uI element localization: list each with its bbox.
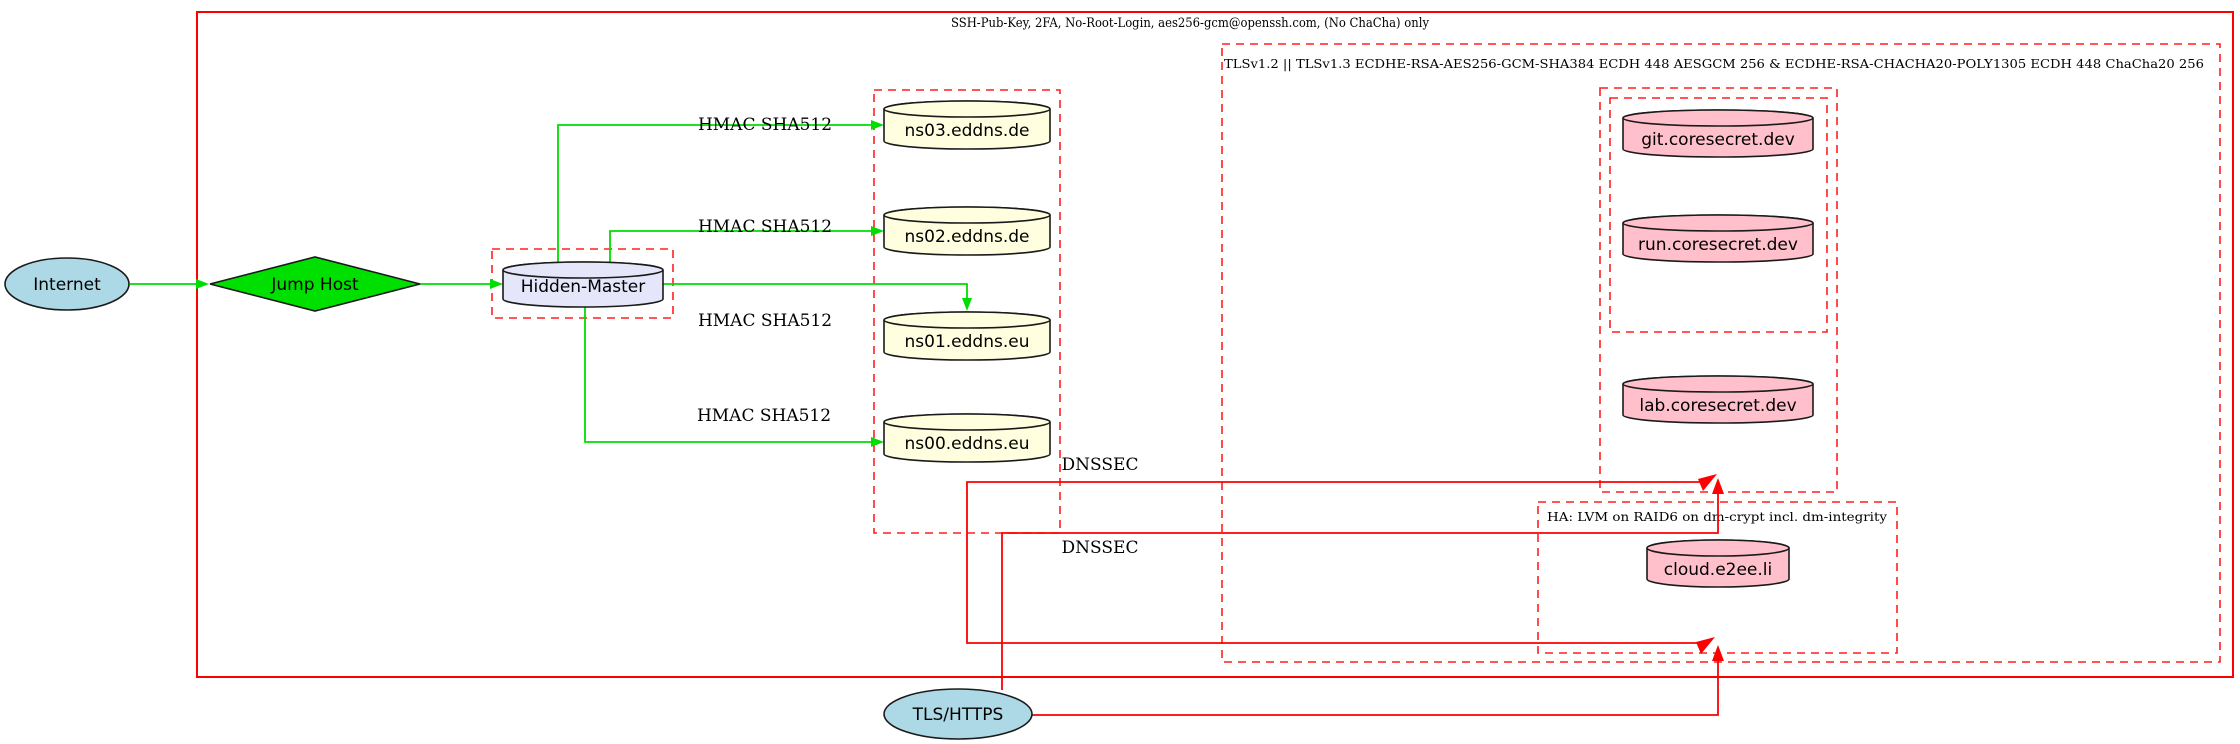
edge-tls-dnssec-up [1001,492,1719,690]
cloud-cylinder-cap [1646,539,1790,557]
dnssec-label-1: DNSSEC [1062,455,1139,475]
ns01-label: ns01.eddns.eu [905,332,1030,352]
node-tls-https: TLS/HTTPS [883,688,1033,740]
node-lab: lab.coresecret.dev [1622,375,1814,424]
ns00-label: ns00.eddns.eu [905,434,1030,454]
node-jump-host: Jump Host [209,256,421,312]
ns00-cylinder-cap [883,413,1051,431]
dnssec-label-2: DNSSEC [1062,538,1139,558]
edge-dnssec-loop [966,481,1703,644]
node-internet: Internet [4,257,130,311]
jump-host-label: Jump Host [270,275,359,295]
hidden-master-label: Hidden-Master [521,277,646,297]
lab-cylinder-cap [1622,375,1814,393]
arrowhead-ha-up [1712,645,1724,661]
edge-master-ns02 [609,230,874,262]
ns02-cylinder-cap [883,206,1051,224]
ns02-label: ns02.eddns.de [905,227,1030,247]
arrowhead-coresecret-tilted [1698,474,1717,491]
node-git: git.coresecret.dev [1622,109,1814,158]
ns03-label: ns03.eddns.de [905,121,1030,141]
tls-cluster-box [1221,43,2221,663]
arrowhead-master [490,279,503,289]
internet-label: Internet [33,275,101,295]
edge-master-ns01 [663,283,968,301]
jump-host-diamond [209,256,421,312]
node-cloud: cloud.e2ee.li [1646,539,1790,588]
node-run: run.coresecret.dev [1622,214,1814,263]
internet-ellipse [4,257,130,311]
arrowhead-ns03 [871,120,884,130]
edge-master-ns00 [584,307,874,443]
ns01-cylinder-cap [883,311,1051,329]
node-ns00: ns00.eddns.eu [883,413,1051,463]
git-cylinder-cap [1622,109,1814,127]
lab-label: lab.coresecret.dev [1639,396,1796,416]
hmac-label-ns02: HMAC SHA512 [698,217,832,237]
git-label: git.coresecret.dev [1641,130,1795,150]
edge-master-ns03 [557,124,874,262]
ssh-cluster-box [196,11,2234,678]
tls-cluster-label: TLSv1.2 || TLSv1.3 ECDHE-RSA-AES256-GCM-… [1224,56,2204,71]
edge-tls-ha [1032,659,1719,716]
node-ns02: ns02.eddns.de [883,206,1051,256]
gitrun-cluster-box [1609,97,1828,333]
node-ns01: ns01.eddns.eu [883,311,1051,361]
arrowhead-ns02 [871,226,884,236]
edge-labels: HMAC SHA512 HMAC SHA512 HMAC SHA512 HMAC… [697,115,1139,558]
hmac-label-ns03: HMAC SHA512 [698,115,832,135]
arrowhead-jumphost [196,279,209,289]
arrowhead-ns01 [962,298,972,311]
ssh-cluster-label: SSH-Pub-Key, 2FA, No-Root-Login, aes256-… [951,16,1430,31]
run-cylinder-cap [1622,214,1814,232]
tls-https-ellipse [883,688,1033,740]
arrowhead-ha-tilted [1696,637,1715,654]
hmac-label-ns00: HMAC SHA512 [697,406,831,426]
green-edges [130,120,972,447]
cloud-label: cloud.e2ee.li [1664,560,1772,580]
red-edges [966,474,1724,716]
tls-https-label: TLS/HTTPS [912,705,1004,725]
node-hidden-master: Hidden-Master [502,261,664,308]
arrowhead-coresecret-up [1712,478,1724,494]
node-ns03: ns03.eddns.de [883,100,1051,150]
ns03-cylinder-cap [883,100,1051,118]
hidden-master-cylinder-cap [502,261,664,279]
arrowhead-ns00 [871,437,884,447]
run-label: run.coresecret.dev [1638,235,1798,255]
hmac-label-ns01: HMAC SHA512 [698,311,832,331]
